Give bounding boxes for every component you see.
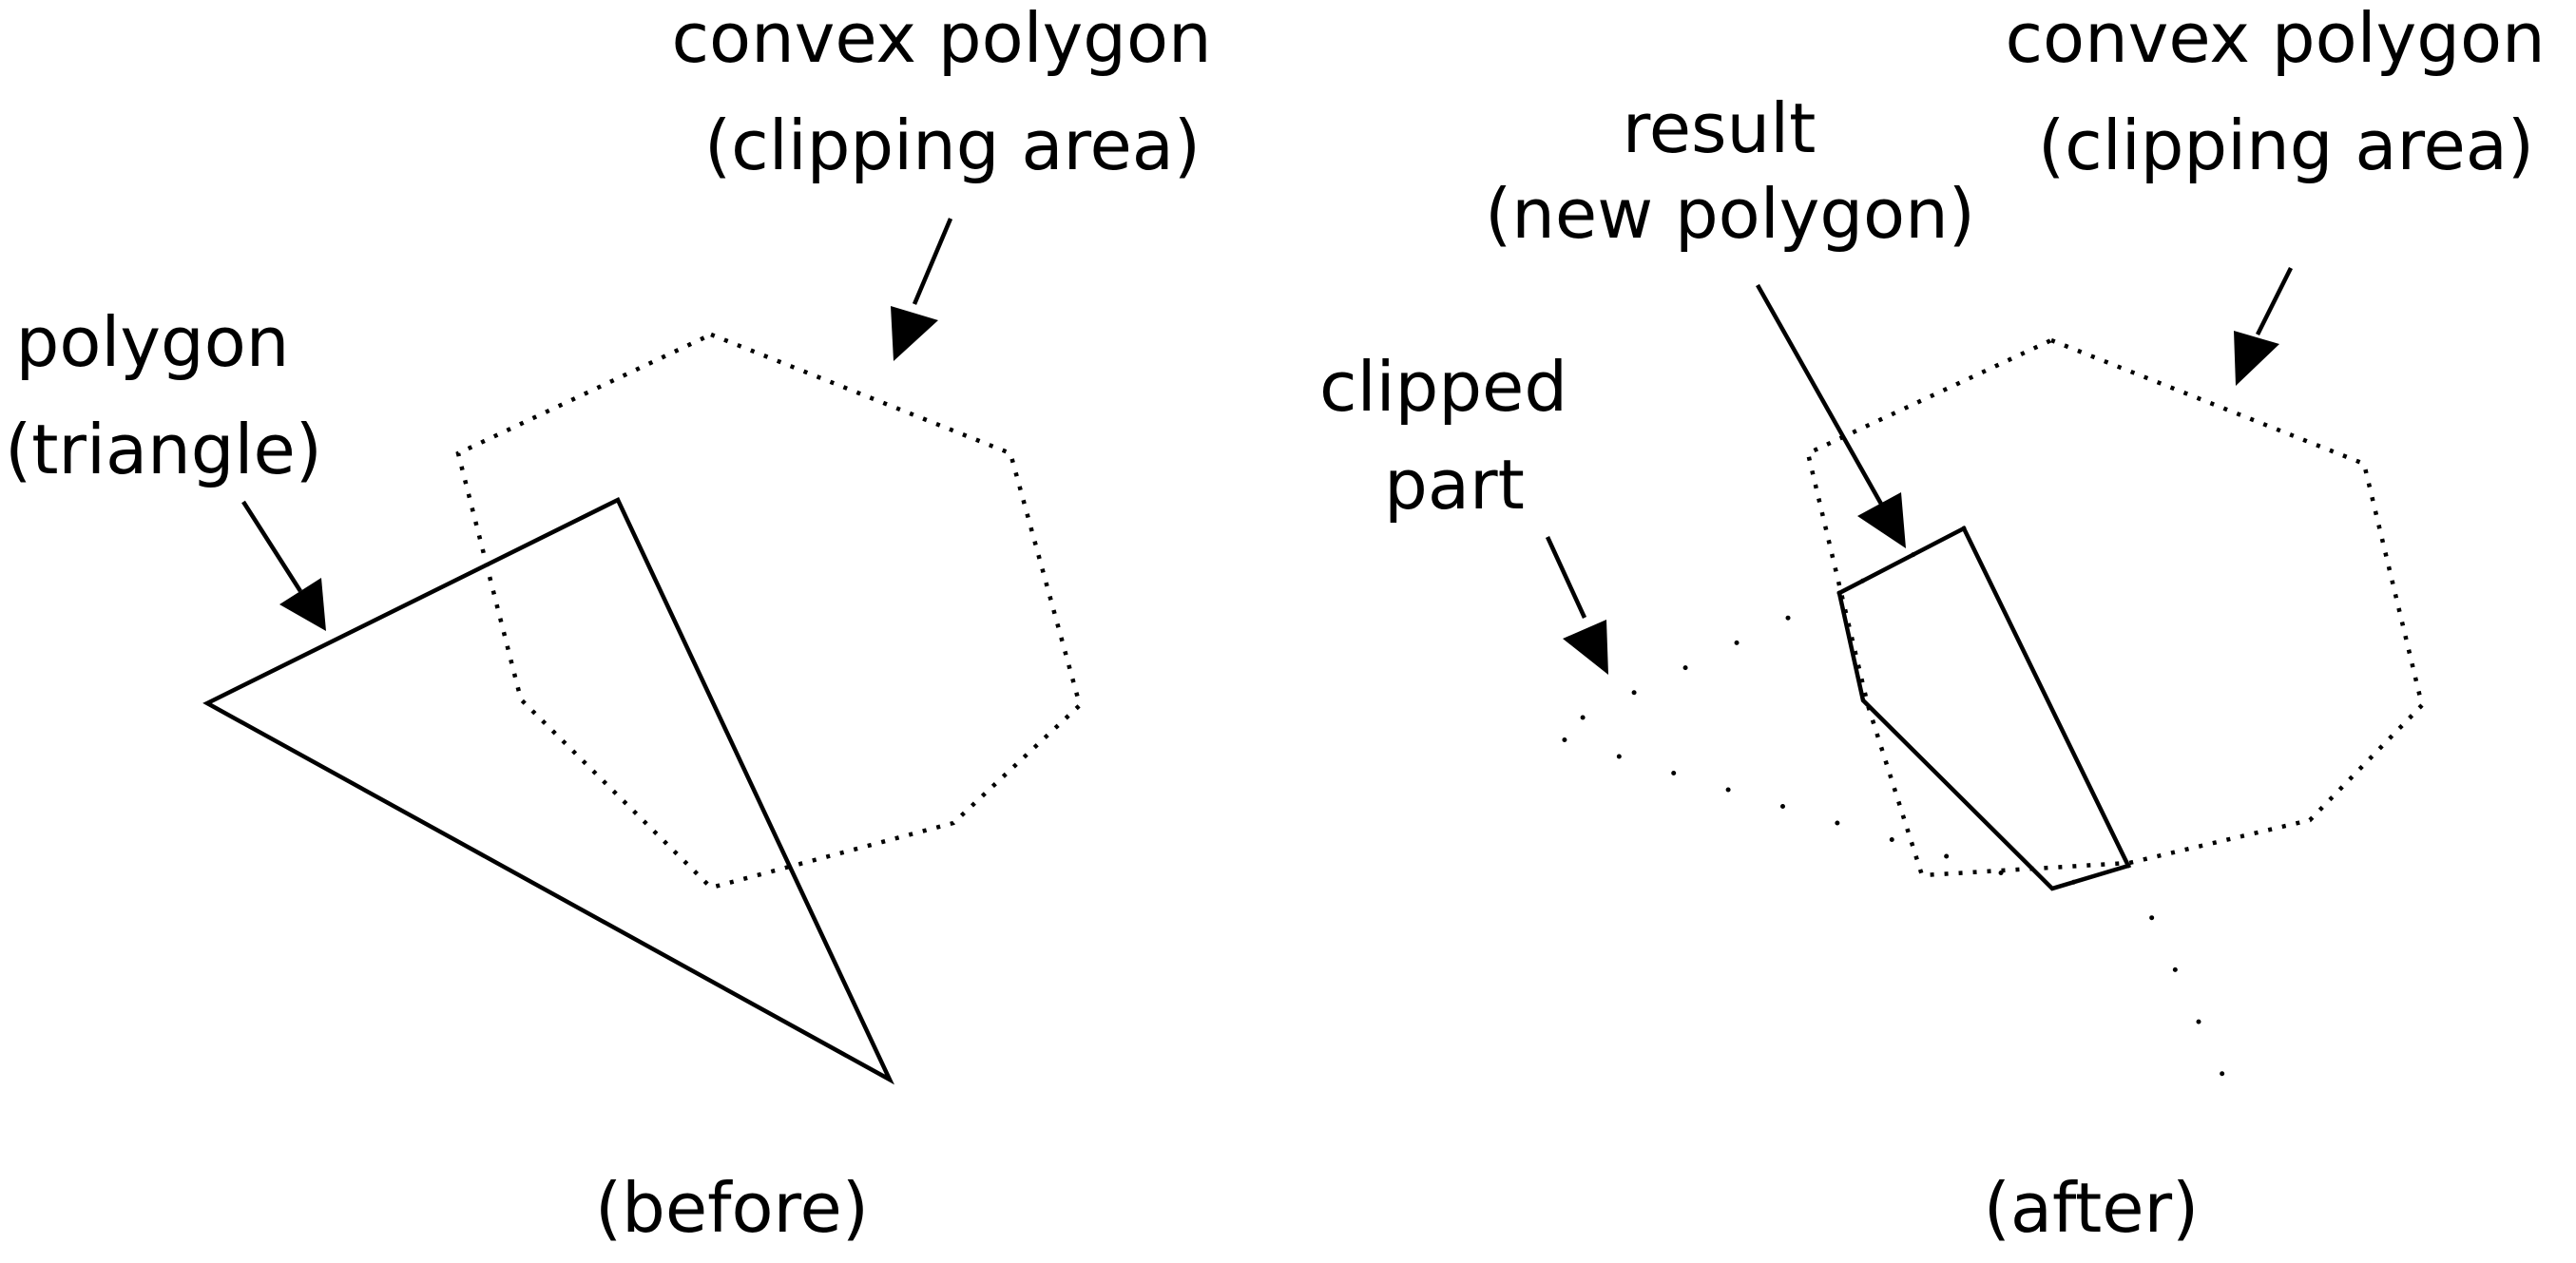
arrow-to-result [1756, 283, 1906, 548]
label-result-new-polygon: result (new polygon) [1485, 88, 1975, 254]
arrow-to-clipping-after [2234, 266, 2294, 386]
label-polygon-triangle: polygon (triangle) [5, 302, 322, 489]
arrow-to-clipping-before [891, 218, 953, 361]
clipping-hexagon-before [455, 332, 1083, 890]
clipped-part-outline [1541, 526, 2240, 1111]
result-polygon [1836, 525, 2132, 891]
label-clipped-part: clipped part [1319, 347, 1589, 525]
arrow-to-triangle [241, 500, 326, 631]
clipping-hexagon-after [1805, 337, 2425, 878]
before-panel: polygon (triangle) convex polygon (clipp… [5, 0, 1233, 1248]
caption-before: (before) [595, 1168, 869, 1248]
caption-after: (after) [1984, 1168, 2200, 1248]
after-panel: clipped part result (new polygon) convex… [1319, 0, 2566, 1248]
label-convex-polygon-before: convex polygon (clipping area) [671, 0, 1233, 185]
label-convex-polygon-after: convex polygon (clipping area) [2005, 0, 2566, 185]
arrow-to-clipped-part [1545, 536, 1608, 675]
triangle-polygon [202, 496, 894, 1085]
